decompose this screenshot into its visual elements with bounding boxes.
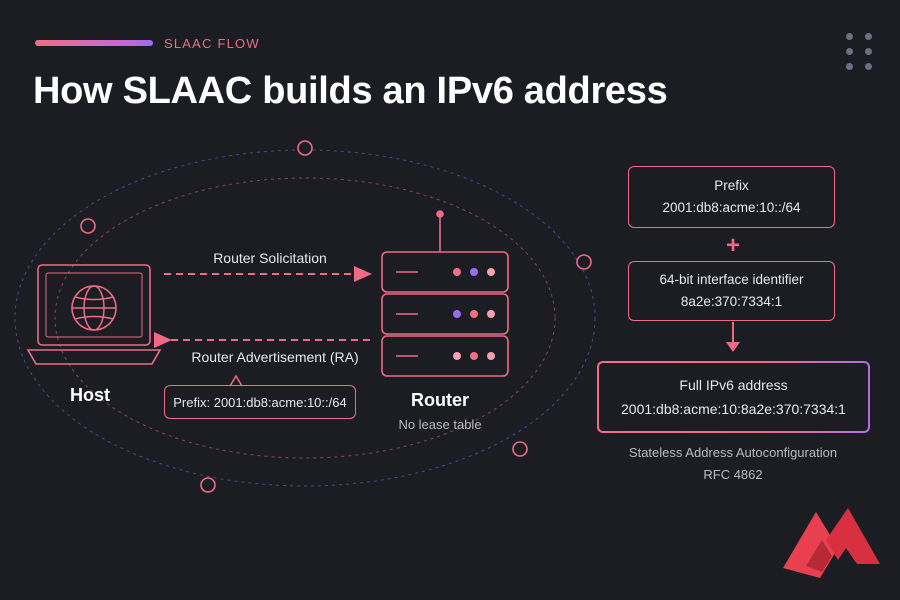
orbit-inner [54, 177, 556, 459]
section-label: SLAAC FLOW [164, 36, 260, 51]
callout-pointer [229, 374, 243, 387]
prefix-box: Prefix 2001:db8:acme:10::/64 [628, 166, 835, 228]
advertisement-label: Router Advertisement (RA) [191, 349, 359, 365]
footer-caption: Stateless Address Autoconfiguration [628, 445, 838, 460]
page-title: How SLAAC builds an IPv6 address [33, 70, 668, 112]
router-label: Router [411, 390, 469, 410]
brand-logo-icon [783, 508, 880, 578]
prefix-title: Prefix [714, 178, 749, 193]
laptop-icon [26, 264, 162, 365]
interface-id-box: 64-bit interface identifier 8a2e:370:733… [628, 261, 835, 321]
plus-icon: + [725, 232, 740, 259]
full-address-box: Full IPv6 address 2001:db8:acme:10:8a2e:… [597, 361, 870, 433]
orbit-node-icon [80, 140, 592, 493]
ra-prefix-callout: Prefix: 2001:db8:acme:10::/64 [164, 385, 356, 419]
prefix-value: 2001:db8:acme:10::/64 [662, 200, 801, 215]
orbit-outer [14, 149, 596, 487]
full-title: Full IPv6 address [679, 377, 788, 393]
footer-rfc: RFC 4862 [703, 467, 763, 482]
solicitation-label: Router Solicitation [213, 250, 327, 266]
full-value: 2001:db8:acme:10:8a2e:370:7334:1 [621, 401, 846, 417]
accent-bar [35, 40, 153, 46]
iid-value: 8a2e:370:7334:1 [680, 294, 783, 309]
arrow-down-icon [726, 322, 740, 352]
globe-icon [71, 285, 117, 331]
router-note: No lease table [398, 417, 482, 432]
host-label: Host [70, 385, 110, 405]
iid-title: 64-bit interface identifier [659, 272, 804, 287]
server-status-lights [453, 268, 495, 360]
dots-grid-icon[interactable] [846, 33, 874, 73]
server-stack-icon [381, 210, 509, 377]
